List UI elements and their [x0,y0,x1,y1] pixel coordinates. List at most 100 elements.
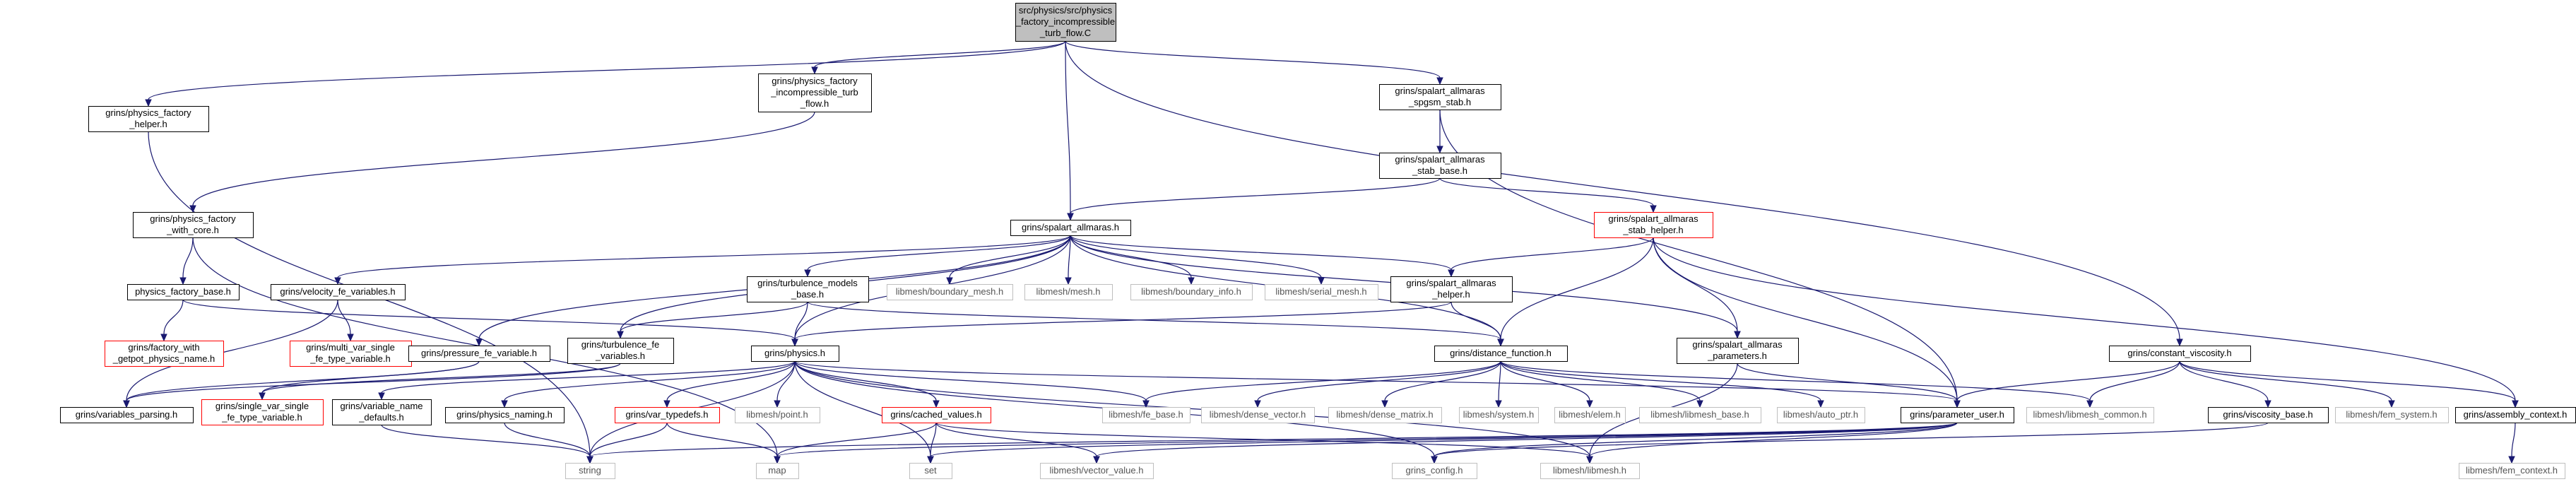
node-label: _getpot_physics_name.h [112,353,215,364]
edge-arrowhead [1065,277,1072,285]
node-label: grins/turbulence_fe [581,339,660,350]
node-box [290,341,412,367]
node-phys-naming[interactable]: grins/physics_naming.h [445,407,565,423]
edge-root-to-sa-spgsm [1065,40,1443,86]
node-label: libmesh/auto_ptr.h [1783,409,1858,420]
node-set[interactable]: set [909,463,952,479]
edge-arrowhead [189,205,196,213]
node-label: _fe_type_variable.h [221,412,302,423]
node-fem-system[interactable]: libmesh/fem_system.h [2335,407,2449,423]
node-turb-fe[interactable]: grins/turbulence_fe_variables.h [567,338,674,364]
node-system-h[interactable]: libmesh/system.h [1459,407,1539,423]
node-single-var[interactable]: grins/single_var_single_fe_type_variable… [201,399,324,425]
node-const-visc[interactable]: grins/constant_viscosity.h [2109,346,2251,362]
edge-line [126,299,338,401]
node-physics-h[interactable]: grins/physics.h [751,346,839,362]
node-box [1901,407,2014,423]
node-libmesh-h[interactable]: libmesh/libmesh.h [1540,463,1640,479]
node-box [60,407,194,423]
node-sa-h[interactable]: grins/spalart_allmaras.h [1010,220,1131,236]
node-vector-value[interactable]: libmesh/vector_value.h [1040,463,1154,479]
node-sa-helper[interactable]: grins/spalart_allmaras_helper.h [1390,276,1513,302]
node-box [271,284,406,300]
node-turb-models-base[interactable]: grins/turbulence_models_base.h [747,276,869,302]
edge-arrowhead [179,277,187,285]
node-sa-spgsm[interactable]: grins/spalart_allmaras_spgsm_stab.h [1379,84,1501,110]
edge-arrowhead [334,277,341,285]
edge-line [148,40,1066,100]
node-fem-context[interactable]: libmesh/fem_context.h [2459,463,2565,479]
node-point-h[interactable]: libmesh/point.h [735,407,820,423]
node-libmesh-common[interactable]: libmesh/libmesh_common.h [2026,407,2154,423]
edge-arrowhead [1318,277,1325,285]
node-string[interactable]: string [565,463,615,479]
node-label: grins/spalart_allmaras [1406,278,1496,288]
edge-pf-with-core-to-pf-base [179,237,194,285]
node-pf-base[interactable]: physics_factory_base.h [127,284,240,300]
node-box [2335,407,2449,423]
node-label: _parameters.h [1707,350,1767,361]
edge-arrowhead [1954,400,1961,408]
edge-line [1653,237,1958,401]
edge-arrowhead [145,99,152,107]
node-factory-getpot[interactable]: grins/factory_with_getpot_physics_name.h [105,341,224,367]
node-label: grins/factory_with [128,342,199,353]
node-assembly-ctx[interactable]: grins/assembly_context.h [2455,407,2576,423]
node-pf-with-core[interactable]: grins/physics_factory_with_core.h [133,212,254,238]
node-auto-ptr[interactable]: libmesh/auto_ptr.h [1777,407,1865,423]
node-pressure-fe[interactable]: grins/pressure_fe_variable.h [408,346,550,362]
node-box [1024,284,1113,300]
node-dist-func[interactable]: grins/distance_function.h [1434,346,1568,362]
edge-sa-stab-base-to-sa-h [1067,177,1441,221]
node-bnd-info[interactable]: libmesh/boundary_info.h [1130,284,1253,300]
edge-arrowhead [378,392,385,401]
node-pf-helper[interactable]: grins/physics_factory_helper.h [88,106,209,132]
edge-param-user-to-libmesh-h [1586,422,1958,464]
node-label: _helper.h [1431,289,1470,300]
node-box [887,284,1013,300]
edge-arrowhead [927,456,934,464]
node-root[interactable]: src/physics/src/physics_factory_incompre… [1015,3,1116,42]
node-fe-base[interactable]: libmesh/fe_base.h [1102,407,1190,423]
edge-line [1070,235,1192,278]
edge-arrowhead [1381,400,1388,408]
node-elem-h[interactable]: libmesh/elem.h [1554,407,1626,423]
node-sa-params[interactable]: grins/spalart_allmaras_parameters.h [1677,338,1799,364]
node-dense-vector[interactable]: libmesh/dense_vector.h [1201,407,1315,423]
node-var-typedefs[interactable]: grins/var_typedefs.h [615,407,720,423]
node-var-parsing[interactable]: grins/variables_parsing.h [60,407,194,423]
node-mesh-h[interactable]: libmesh/mesh.h [1024,284,1113,300]
node-bnd-mesh[interactable]: libmesh/boundary_mesh.h [887,284,1013,300]
node-label: set [924,465,937,476]
node-cached-values[interactable]: grins/cached_values.h [882,407,991,423]
edge-arrowhead [1188,277,1195,285]
node-label: grins/physics_factory [105,107,191,118]
edge-line [930,422,1958,457]
node-label: _incompressible_turb [770,87,858,98]
edge-arrowhead [811,66,818,75]
node-sa-stab-base[interactable]: grins/spalart_allmaras_stab_base.h [1379,153,1501,179]
edge-line [1070,235,1322,278]
node-label: libmesh/libmesh.h [1553,465,1626,476]
edge-line [794,301,1452,340]
node-viscosity-base[interactable]: grins/viscosity_base.h [2208,407,2329,423]
node-box [565,463,615,479]
node-box [1328,407,1442,423]
node-velocity-fe[interactable]: grins/velocity_fe_variables.h [271,284,406,300]
node-serial-mesh[interactable]: libmesh/serial_mesh.h [1265,284,1378,300]
edge-line [381,360,796,394]
node-sa-stab-helper[interactable]: grins/spalart_allmaras_stab_helper.h [1594,212,1713,238]
edge-line [126,363,621,401]
node-pf-inc-turb[interactable]: grins/physics_factory_incompressible_tur… [758,73,872,112]
node-grins-config[interactable]: grins_config.h [1392,463,1477,479]
node-param-user[interactable]: grins/parameter_user.h [1901,407,2014,423]
edge-arrowhead [1448,269,1455,278]
node-label: _flow.h [800,98,829,109]
node-libmesh-base[interactable]: libmesh/libmesh_base.h [1639,407,1761,423]
node-map[interactable]: map [756,463,799,479]
node-multi-var[interactable]: grins/multi_var_single_fe_type_variable.… [290,341,412,367]
node-label: grins/parameter_user.h [1910,409,2004,420]
node-box [1777,407,1865,423]
node-var-name-def[interactable]: grins/variable_name_defaults.h [332,399,432,425]
node-dense-matrix[interactable]: libmesh/dense_matrix.h [1328,407,1442,423]
